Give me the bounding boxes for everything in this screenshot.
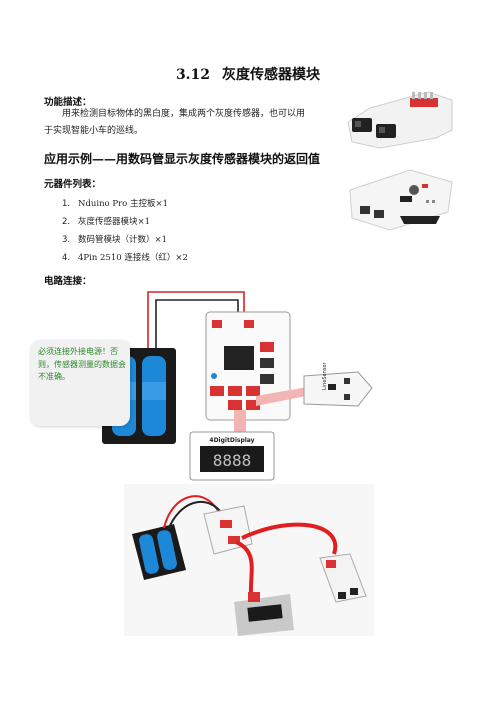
note-text: 必须连接外接电源！否则，传感器测量的数据会不准确。 — [38, 347, 126, 381]
sensor-photo-top — [340, 80, 458, 156]
section-number: 3.12 — [175, 67, 211, 83]
assembly-photo — [124, 484, 374, 636]
component-item-2: 2.灰度传感器模块×1 — [62, 217, 151, 227]
note-box — [30, 340, 130, 426]
function-line-1: 用来检测目标物体的黑白度，集成两个灰度传感器，也可以用 — [62, 109, 306, 119]
display-digits: 8888 — [213, 451, 252, 470]
example-heading: 应用示例——用数码管显示灰度传感器模块的返回值 — [44, 152, 321, 166]
function-heading: 功能描述： — [44, 97, 92, 108]
component-item-3: 3.数码管模块（计数）×1 — [62, 235, 168, 245]
component-item-1: 1.Nduino Pro 主控板×1 — [62, 199, 168, 209]
sensor-photo-bottom — [340, 160, 458, 238]
sensor-label: LineSensor — [322, 361, 328, 390]
wiring-heading: 电路连接： — [44, 276, 92, 287]
page-title: 3.12 灰度传感器模块 — [0, 64, 496, 84]
section-title: 灰度传感器模块 — [222, 67, 321, 83]
component-item-4: 4.4Pin 2510 连接线（红）×2 — [62, 253, 188, 263]
display-label: 4DigitDisplay — [209, 437, 254, 444]
function-line-2: 于实现智能小车的巡线。 — [44, 126, 144, 136]
wiring-diagram: 4DigitDisplay 8888 LineSensor — [96, 286, 376, 486]
components-heading: 元器件列表： — [44, 179, 102, 190]
